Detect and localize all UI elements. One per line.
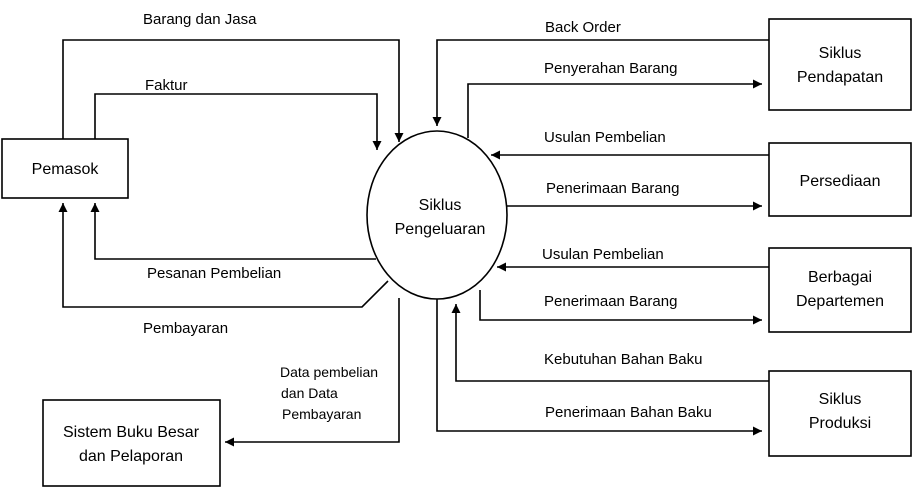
flow-barang-dan-jasa: Barang dan Jasa	[62, 11, 404, 142]
pengeluaran-label-line2: Pengeluaran	[395, 221, 486, 238]
flow-pesanan-pembelian: Pesanan Pembelian	[90, 203, 376, 282]
pendapatan-label-line2: Pendapatan	[797, 69, 883, 86]
barang-dan-jasa-label: Barang dan Jasa	[143, 11, 257, 28]
usulan-pembelian-persediaan-label: Usulan Pembelian	[544, 129, 666, 146]
buku-besar-label-line2: dan Pelaporan	[79, 448, 183, 465]
penyerahan-barang-label: Penyerahan Barang	[544, 60, 677, 77]
flow-back-order: Back Order	[432, 19, 769, 126]
flow-kebutuhan-bahan-baku: Kebutuhan Bahan Baku	[451, 304, 769, 382]
flow-faktur: Faktur	[94, 77, 382, 150]
data-pembelian-label-line1: Data pembelian	[280, 364, 378, 380]
pemasok-label: Pemasok	[32, 161, 100, 178]
back-order-label: Back Order	[545, 19, 621, 36]
node-siklus-pendapatan: Siklus Pendapatan	[768, 18, 912, 111]
data-pembelian-label-line2: dan Data	[281, 385, 338, 401]
flow-penerimaan-barang-departemen: Penerimaan Barang	[479, 290, 762, 325]
penerimaan-barang-persediaan-label: Penerimaan Barang	[546, 180, 679, 197]
node-siklus-produksi: Siklus Produksi	[768, 370, 912, 457]
pembayaran-label: Pembayaran	[143, 320, 228, 337]
departemen-label-line1: Berbagai	[808, 269, 872, 286]
pesanan-pembelian-label: Pesanan Pembelian	[147, 265, 281, 282]
departemen-label-line2: Departemen	[796, 293, 884, 310]
penerimaan-barang-departemen-label: Penerimaan Barang	[544, 293, 677, 310]
flow-usulan-pembelian-departemen: Usulan Pembelian	[497, 246, 769, 272]
flow-penerimaan-barang-persediaan: Penerimaan Barang	[507, 180, 762, 211]
usulan-pembelian-departemen-label: Usulan Pembelian	[542, 246, 664, 263]
pengeluaran-label-line1: Siklus	[419, 197, 462, 214]
node-siklus-pengeluaran: Siklus Pengeluaran	[366, 130, 508, 300]
penerimaan-bahan-baku-label: Penerimaan Bahan Baku	[545, 404, 712, 421]
node-sistem-buku-besar: Sistem Buku Besar dan Pelaporan	[42, 399, 221, 487]
persediaan-label: Persediaan	[800, 173, 881, 190]
node-berbagai-departemen: Berbagai Departemen	[768, 247, 912, 333]
node-persediaan: Persediaan	[768, 142, 912, 217]
flow-usulan-pembelian-persediaan: Usulan Pembelian	[491, 129, 769, 160]
produksi-label-line2: Produksi	[809, 415, 871, 432]
data-pembelian-label-line3: Pembayaran	[282, 406, 361, 422]
pendapatan-label-line1: Siklus	[819, 45, 862, 62]
node-pemasok: Pemasok	[1, 138, 129, 199]
flow-penyerahan-barang: Penyerahan Barang	[467, 60, 762, 138]
kebutuhan-bahan-baku-label: Kebutuhan Bahan Baku	[544, 351, 702, 368]
flow-pembayaran: Pembayaran	[58, 203, 389, 337]
produksi-label-line1: Siklus	[819, 391, 862, 408]
faktur-label: Faktur	[145, 77, 188, 94]
buku-besar-label-line1: Sistem Buku Besar	[63, 424, 200, 441]
flow-penerimaan-bahan-baku: Penerimaan Bahan Baku	[436, 299, 762, 436]
flow-data-pembelian: Data pembelian dan Data Pembayaran	[225, 298, 400, 447]
